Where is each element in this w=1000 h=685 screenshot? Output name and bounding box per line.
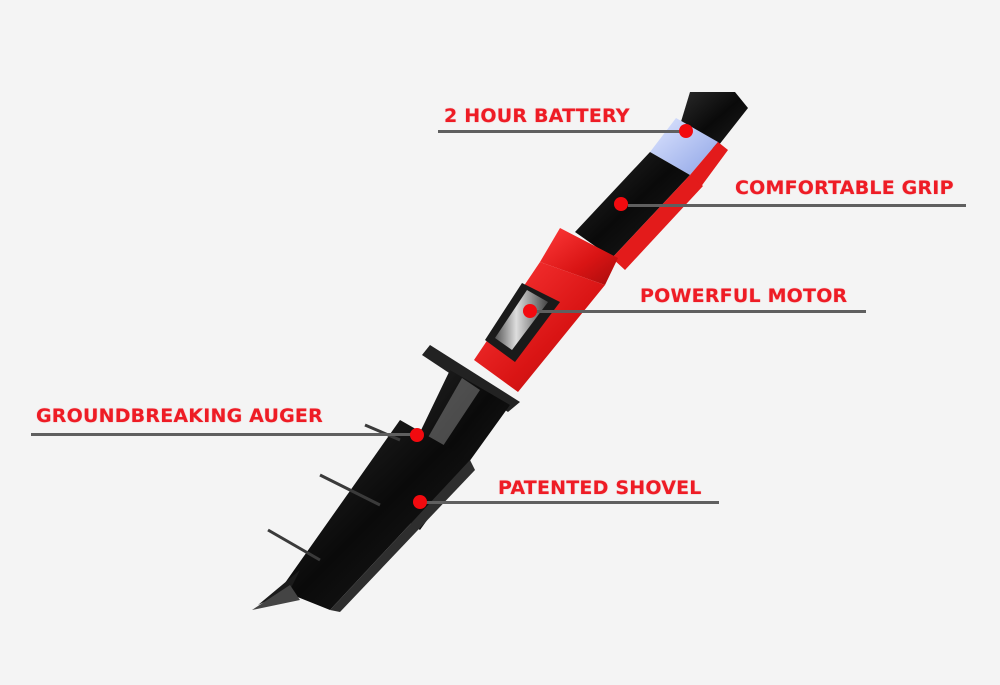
grip-marker [614, 197, 628, 211]
shovel-leader-line [425, 501, 719, 504]
motor-label: POWERFUL MOTOR [640, 285, 848, 307]
auger-marker [410, 428, 424, 442]
auger-leader-line [31, 433, 412, 436]
auger-label: GROUNDBREAKING AUGER [36, 405, 323, 427]
motor-leader-line [535, 310, 866, 313]
grip-leader-line [628, 204, 966, 207]
shovel-label: PATENTED SHOVEL [498, 477, 702, 499]
battery-leader-line [438, 130, 688, 133]
battery-marker [679, 124, 693, 138]
shovel-marker [413, 495, 427, 509]
battery-label: 2 HOUR BATTERY [444, 105, 630, 127]
motor-marker [523, 304, 537, 318]
grip-label: COMFORTABLE GRIP [735, 177, 954, 199]
tool-body [252, 92, 748, 612]
